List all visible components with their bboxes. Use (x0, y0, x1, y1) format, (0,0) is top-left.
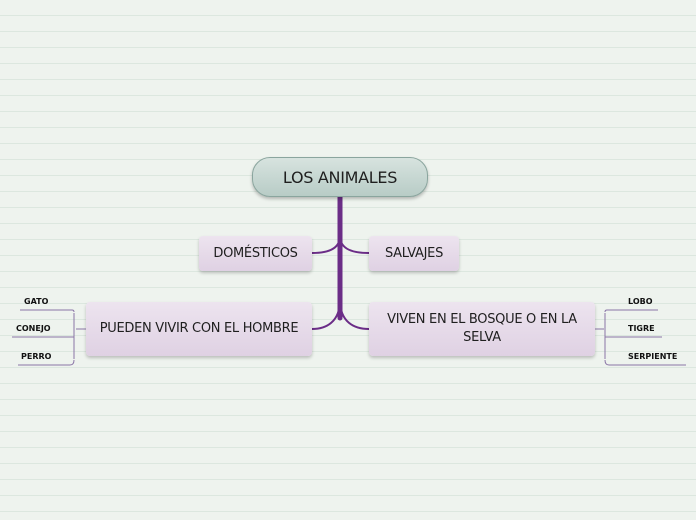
leaf-bracket-left (12, 309, 86, 366)
connector-viven (339, 299, 370, 330)
leaf-bracket-right (595, 309, 686, 366)
subtopic-perro[interactable]: PERRO (21, 352, 52, 361)
subtopic-lobo[interactable]: LOBO (628, 297, 653, 306)
subtopic-tigre[interactable]: TIGRE (628, 324, 655, 333)
topic-salvajes-label: SALVAJES (384, 245, 444, 261)
topic-pueden-vivir-label: PUEDEN VIVIR CON EL HOMBRE (99, 321, 299, 336)
subtopic-conejo[interactable]: CONEJO (16, 324, 51, 333)
root-topic-label: LOS ANIMALES (282, 167, 398, 187)
connector-salvajes (339, 235, 370, 254)
topic-domesticos[interactable]: DOMÉSTICOS (199, 236, 312, 271)
topic-pueden-vivir[interactable]: PUEDEN VIVIR CON EL HOMBRE (86, 302, 312, 356)
topic-viven-bosque-label: VIVEN EN EL BOSQUE O EN LA SELVA (387, 312, 577, 345)
topic-domesticos-label: DOMÉSTICOS (213, 245, 298, 261)
subtopic-serpiente[interactable]: SERPIENTE (628, 352, 678, 361)
connector-domesticos (311, 235, 341, 254)
topic-viven-bosque[interactable]: VIVEN EN EL BOSQUE O EN LA SELVA (369, 302, 595, 356)
root-topic[interactable]: LOS ANIMALES (252, 157, 428, 197)
subtopic-gato[interactable]: GATO (24, 297, 49, 306)
topic-salvajes[interactable]: SALVAJES (369, 236, 459, 271)
connector-pueden (311, 299, 341, 330)
